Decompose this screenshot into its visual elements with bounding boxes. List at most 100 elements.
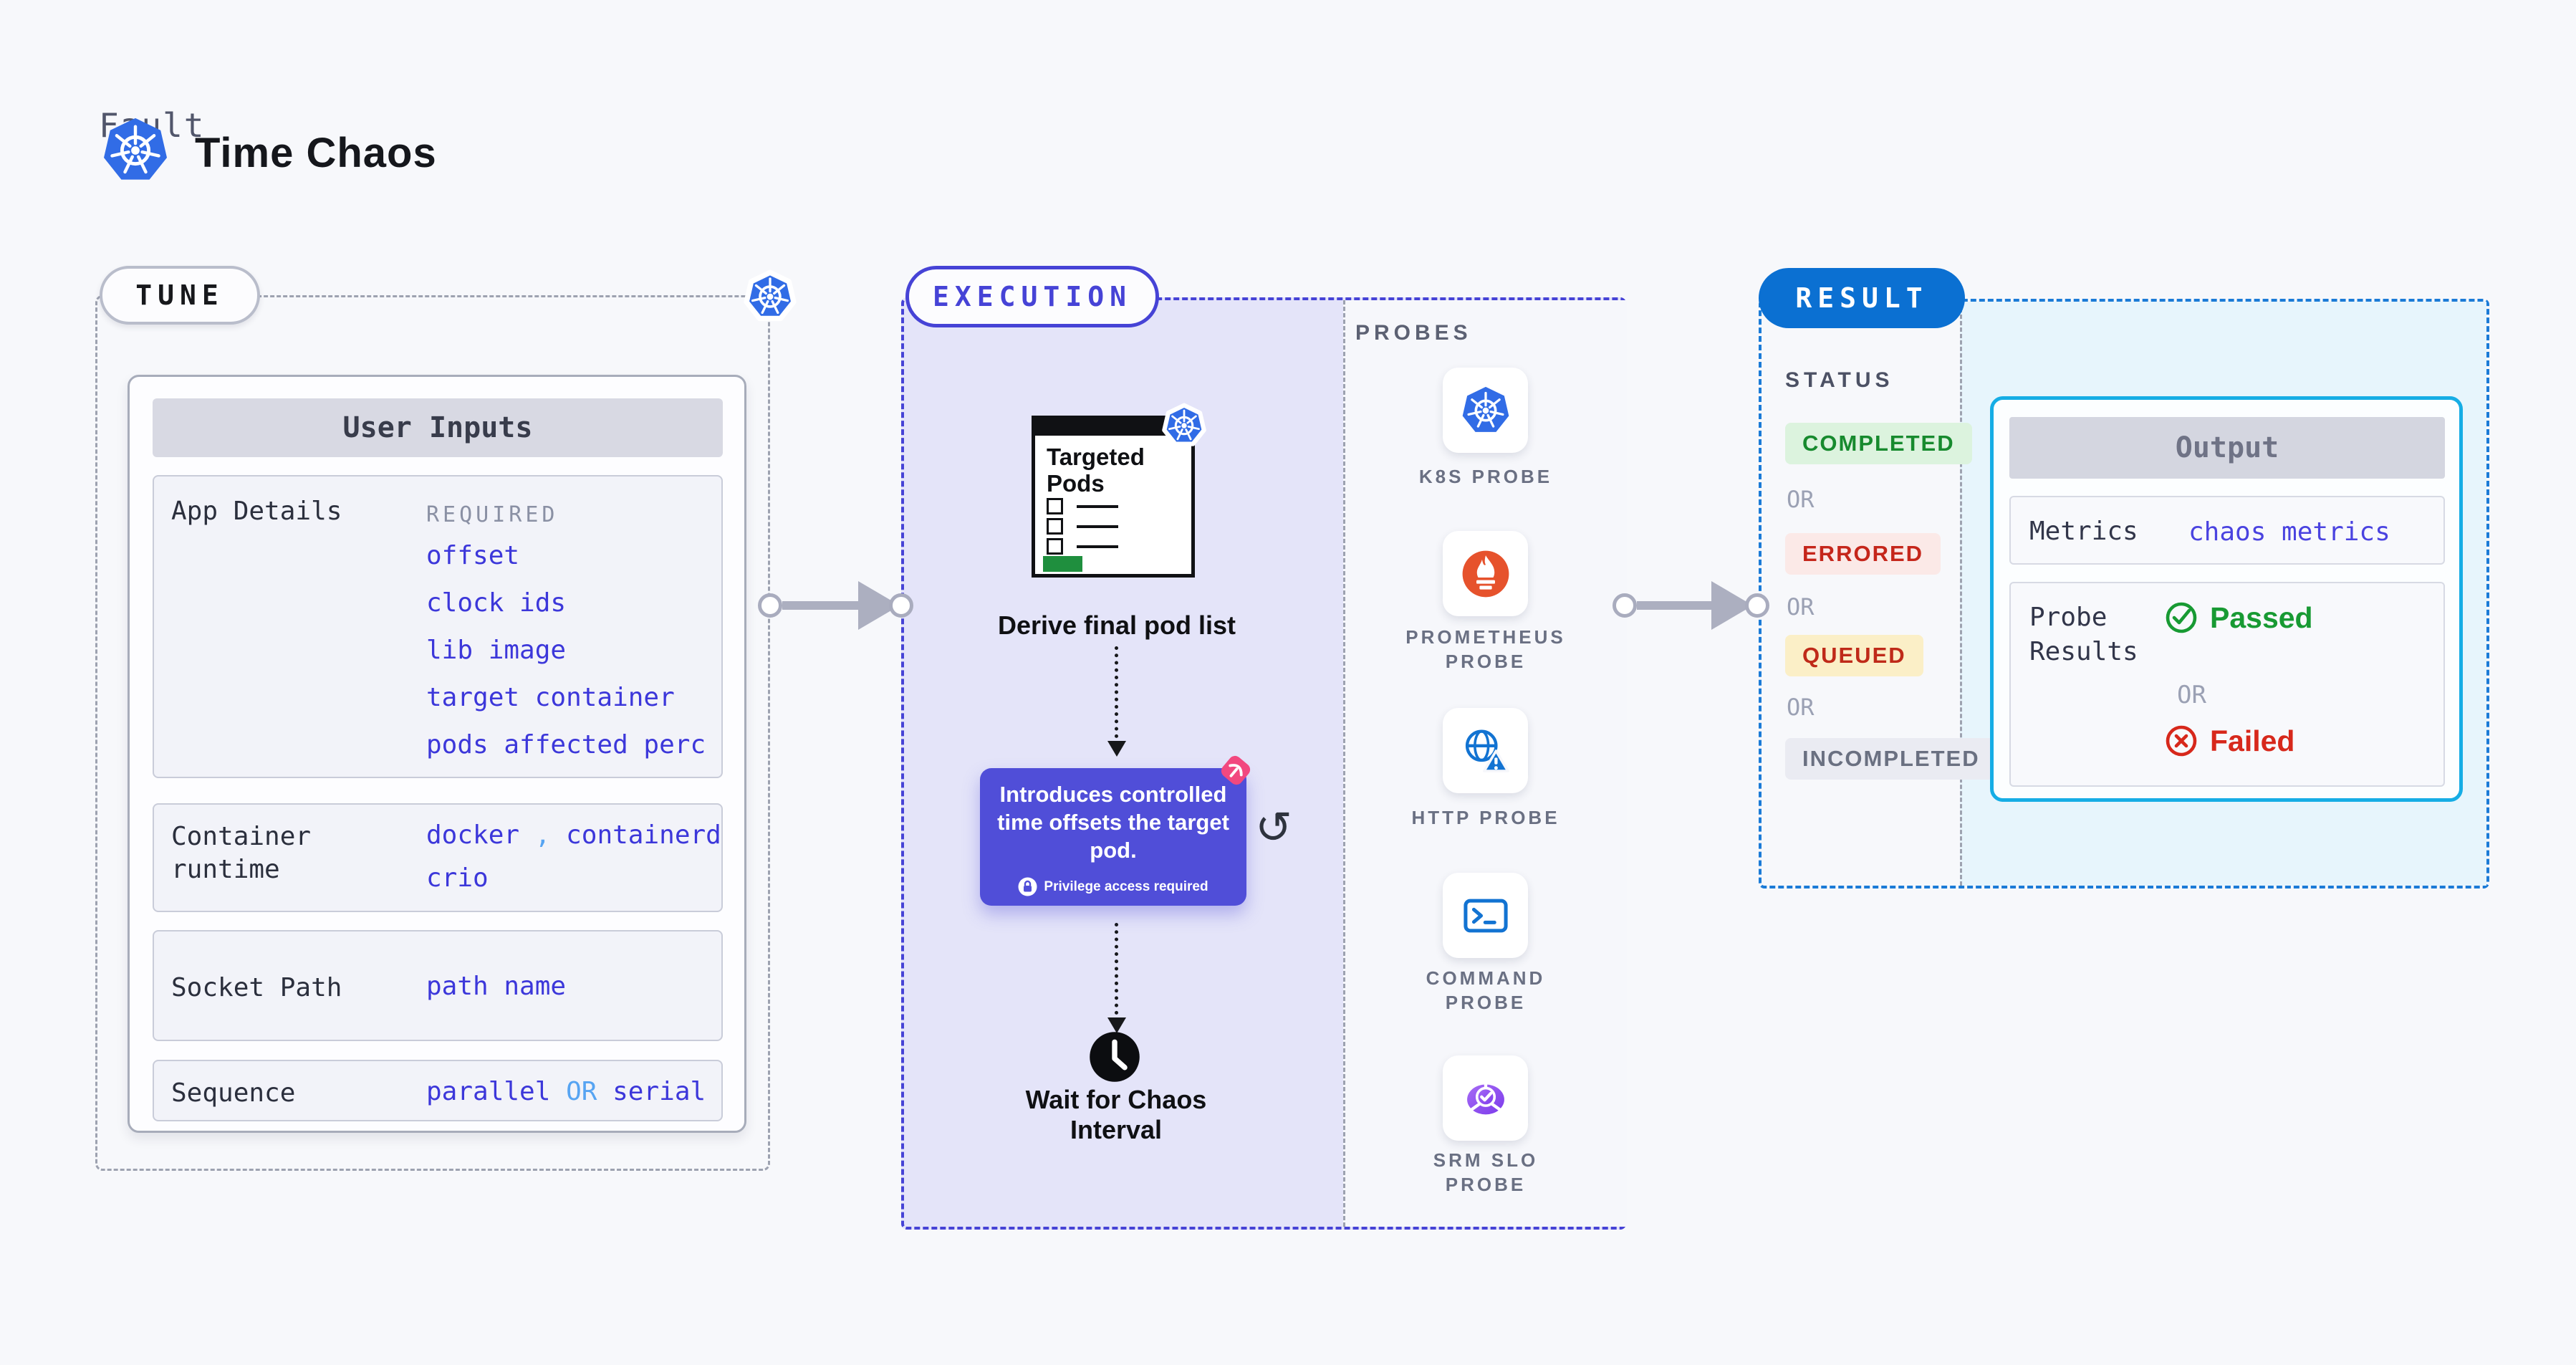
or-separator: OR xyxy=(1787,486,1815,513)
page-title: Time Chaos xyxy=(195,130,437,176)
socket-path-label: Socket Path xyxy=(171,973,342,1002)
result-stage-badge: RESULT xyxy=(1759,268,1965,328)
probe-label: K8S PROBE xyxy=(1418,466,1553,487)
lock-icon xyxy=(1018,877,1037,896)
status-badge-errored: ERRORED xyxy=(1785,533,1941,575)
passed-text: Passed xyxy=(2210,600,2313,634)
metrics-label: Metrics xyxy=(2029,517,2138,546)
chaos-pinwheel-icon xyxy=(1221,755,1251,785)
targeted-pods-title: Targeted Pods xyxy=(1047,444,1145,497)
check-circle-icon xyxy=(2166,602,2197,633)
probe-label: PROMETHEUS PROBE xyxy=(1405,626,1566,672)
execution-stage-badge: EXECUTION xyxy=(905,266,1159,327)
link-offset[interactable]: offset xyxy=(426,541,520,570)
chaos-tooltip-card: Introduces controlled time offsets the t… xyxy=(980,768,1246,906)
tooltip-text: Introduces controlled time offsets the t… xyxy=(997,782,1229,863)
execution-output-port xyxy=(1613,593,1637,618)
checkbox-icon xyxy=(1047,538,1063,555)
passed-result: Passed xyxy=(2164,600,2313,635)
output-title: Output xyxy=(2009,417,2445,479)
link-clock-ids[interactable]: clock ids xyxy=(426,588,567,618)
user-inputs-panel: User Inputs App Details REQUIRED offset … xyxy=(128,375,746,1133)
output-panel: Output Metrics chaos metrics Probe Resul… xyxy=(1990,396,2463,802)
probe-label: SRM SLO PROBE xyxy=(1433,1149,1539,1195)
sequence-row: Sequence parallel OR serial xyxy=(153,1060,723,1121)
result-input-port xyxy=(1745,593,1769,618)
x-circle-icon xyxy=(2166,725,2197,757)
container-runtime-label: Container runtime xyxy=(171,822,312,884)
metrics-row: Metrics chaos metrics xyxy=(2009,496,2445,565)
checkbox-icon xyxy=(1047,518,1063,535)
or-separator: OR xyxy=(2177,681,2206,709)
terminal-icon xyxy=(1463,899,1508,932)
flow-arrowhead-down xyxy=(1107,741,1126,757)
link-lib-image[interactable]: lib image xyxy=(426,636,567,665)
prometheus-probe-card xyxy=(1443,531,1528,616)
required-tag: REQUIRED xyxy=(426,502,559,527)
status-badge-completed: COMPLETED xyxy=(1785,423,1972,464)
runtime-separator: , xyxy=(534,820,551,850)
tune-to-execution-arrow-line xyxy=(782,601,862,610)
execution-to-result-arrow-line xyxy=(1637,601,1714,610)
prometheus-icon xyxy=(1462,550,1509,597)
kubernetes-icon xyxy=(739,264,802,329)
clock-icon xyxy=(1090,1032,1140,1082)
container-runtime-row: Container runtime docker , containerd cr… xyxy=(153,803,723,912)
socket-path-value[interactable]: path name xyxy=(426,972,567,1001)
probe-results-row: Probe Results Passed OR Failed xyxy=(2009,582,2445,787)
probes-title: PROBES xyxy=(1355,321,1472,345)
sequence-serial[interactable]: serial xyxy=(612,1077,706,1106)
flow-arrow-down xyxy=(1115,646,1118,738)
failed-text: Failed xyxy=(2210,724,2295,757)
runtime-crio[interactable]: crio xyxy=(426,863,489,893)
privilege-note: Privilege access required xyxy=(980,877,1246,896)
wait-chaos-interval-step: Wait for Chaos Interval xyxy=(1025,1085,1207,1144)
container-runtime-values[interactable]: docker , containerd xyxy=(426,820,721,850)
http-probe-card xyxy=(1443,708,1528,793)
failed-result: Failed xyxy=(2164,724,2294,758)
app-details-row: App Details REQUIRED offset clock ids li… xyxy=(153,475,723,778)
execution-input-port xyxy=(889,593,913,618)
progress-bar xyxy=(1043,556,1082,572)
status-badge-queued: QUEUED xyxy=(1785,635,1923,676)
command-probe-card xyxy=(1443,873,1528,958)
probe-results-label: Probe Results xyxy=(2029,603,2138,666)
http-globe-icon xyxy=(1465,729,1509,772)
or-separator: OR xyxy=(1787,593,1815,621)
slo-pie-icon xyxy=(1466,1081,1504,1114)
app-details-label: App Details xyxy=(171,497,342,526)
flow-arrow-down xyxy=(1115,923,1118,1015)
list-line xyxy=(1077,525,1118,528)
link-pods-affected-perc[interactable]: pods affected perc xyxy=(426,730,706,760)
sequence-values[interactable]: parallel OR serial xyxy=(426,1077,706,1106)
kubernetes-icon xyxy=(1158,398,1211,453)
tune-output-port xyxy=(758,593,782,618)
tune-stage-container xyxy=(95,295,770,1171)
derive-pod-list-step: Derive final pod list xyxy=(997,610,1236,640)
k8s-probe-card xyxy=(1443,368,1528,453)
runtime-containerd[interactable]: containerd xyxy=(566,820,721,850)
status-badge-incompleted: INCOMPLETED xyxy=(1785,738,1997,780)
probe-label: HTTP PROBE xyxy=(1411,807,1560,828)
sequence-or: OR xyxy=(566,1077,597,1106)
sequence-parallel[interactable]: parallel xyxy=(426,1077,551,1106)
list-line xyxy=(1077,545,1118,548)
socket-path-row: Socket Path path name xyxy=(153,930,723,1041)
srm-slo-probe-card xyxy=(1443,1055,1528,1141)
checkbox-icon xyxy=(1047,498,1063,514)
sequence-label: Sequence xyxy=(171,1078,296,1108)
flow-arrowhead-down xyxy=(1107,1017,1126,1033)
kubernetes-icon xyxy=(1462,386,1509,432)
list-line xyxy=(1077,505,1118,508)
link-target-container[interactable]: target container xyxy=(426,683,675,712)
tune-stage-badge: TUNE xyxy=(100,266,260,325)
probe-label: COMMAND PROBE xyxy=(1426,967,1546,1013)
status-title: STATUS xyxy=(1785,368,1894,392)
kubernetes-icon xyxy=(103,118,168,180)
chaos-metrics-link[interactable]: chaos metrics xyxy=(2188,517,2390,547)
or-separator: OR xyxy=(1787,694,1815,721)
loop-refresh-icon: ↺ xyxy=(1255,801,1292,853)
privilege-note-text: Privilege access required xyxy=(1044,878,1208,894)
user-inputs-title: User Inputs xyxy=(153,398,723,457)
runtime-docker[interactable]: docker xyxy=(426,820,520,850)
